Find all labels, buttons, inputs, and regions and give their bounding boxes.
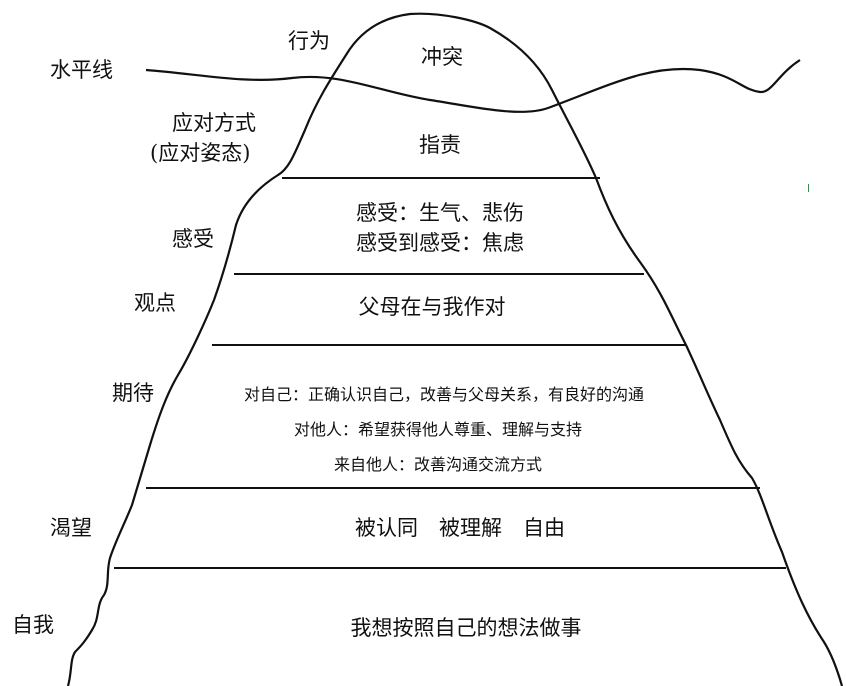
waterline — [145, 59, 801, 113]
layer-blame-text: 指责 — [419, 133, 461, 157]
layer-expectation-self: 对自己：正确认识自己，改善与父母关系，有良好的沟通 — [243, 385, 645, 404]
layer-self-text: 我想按照自己的想法做事 — [350, 616, 582, 640]
layer-yearning-text: 被认同 被理解 自由 — [355, 516, 565, 540]
layer-feelings-text-2: 感受到感受：焦虑 — [356, 231, 524, 255]
label-expectations: 期待 — [112, 381, 154, 405]
stray-mark — [808, 184, 809, 192]
label-behavior: 行为 — [288, 29, 330, 53]
layer-expectation-from-others: 来自他人：改善沟通交流方式 — [333, 455, 543, 474]
layer-expectation-others: 对他人：希望获得他人尊重、理解与支持 — [293, 420, 583, 439]
layer-conflict-text: 冲突 — [421, 45, 463, 69]
layer-feelings-text-1: 感受：生气、悲伤 — [356, 201, 524, 225]
label-self: 自我 — [12, 613, 54, 637]
label-coping-stance: (应对姿态) — [150, 141, 251, 165]
layer-perception-text: 父母在与我作对 — [358, 295, 506, 319]
iceberg-outline — [66, 12, 844, 686]
label-perceptions: 观点 — [134, 291, 176, 315]
label-coping: 应对方式 — [172, 111, 256, 135]
label-horizon: 水平线 — [50, 58, 113, 82]
label-feelings: 感受 — [172, 227, 214, 251]
label-yearnings: 渴望 — [50, 516, 92, 540]
